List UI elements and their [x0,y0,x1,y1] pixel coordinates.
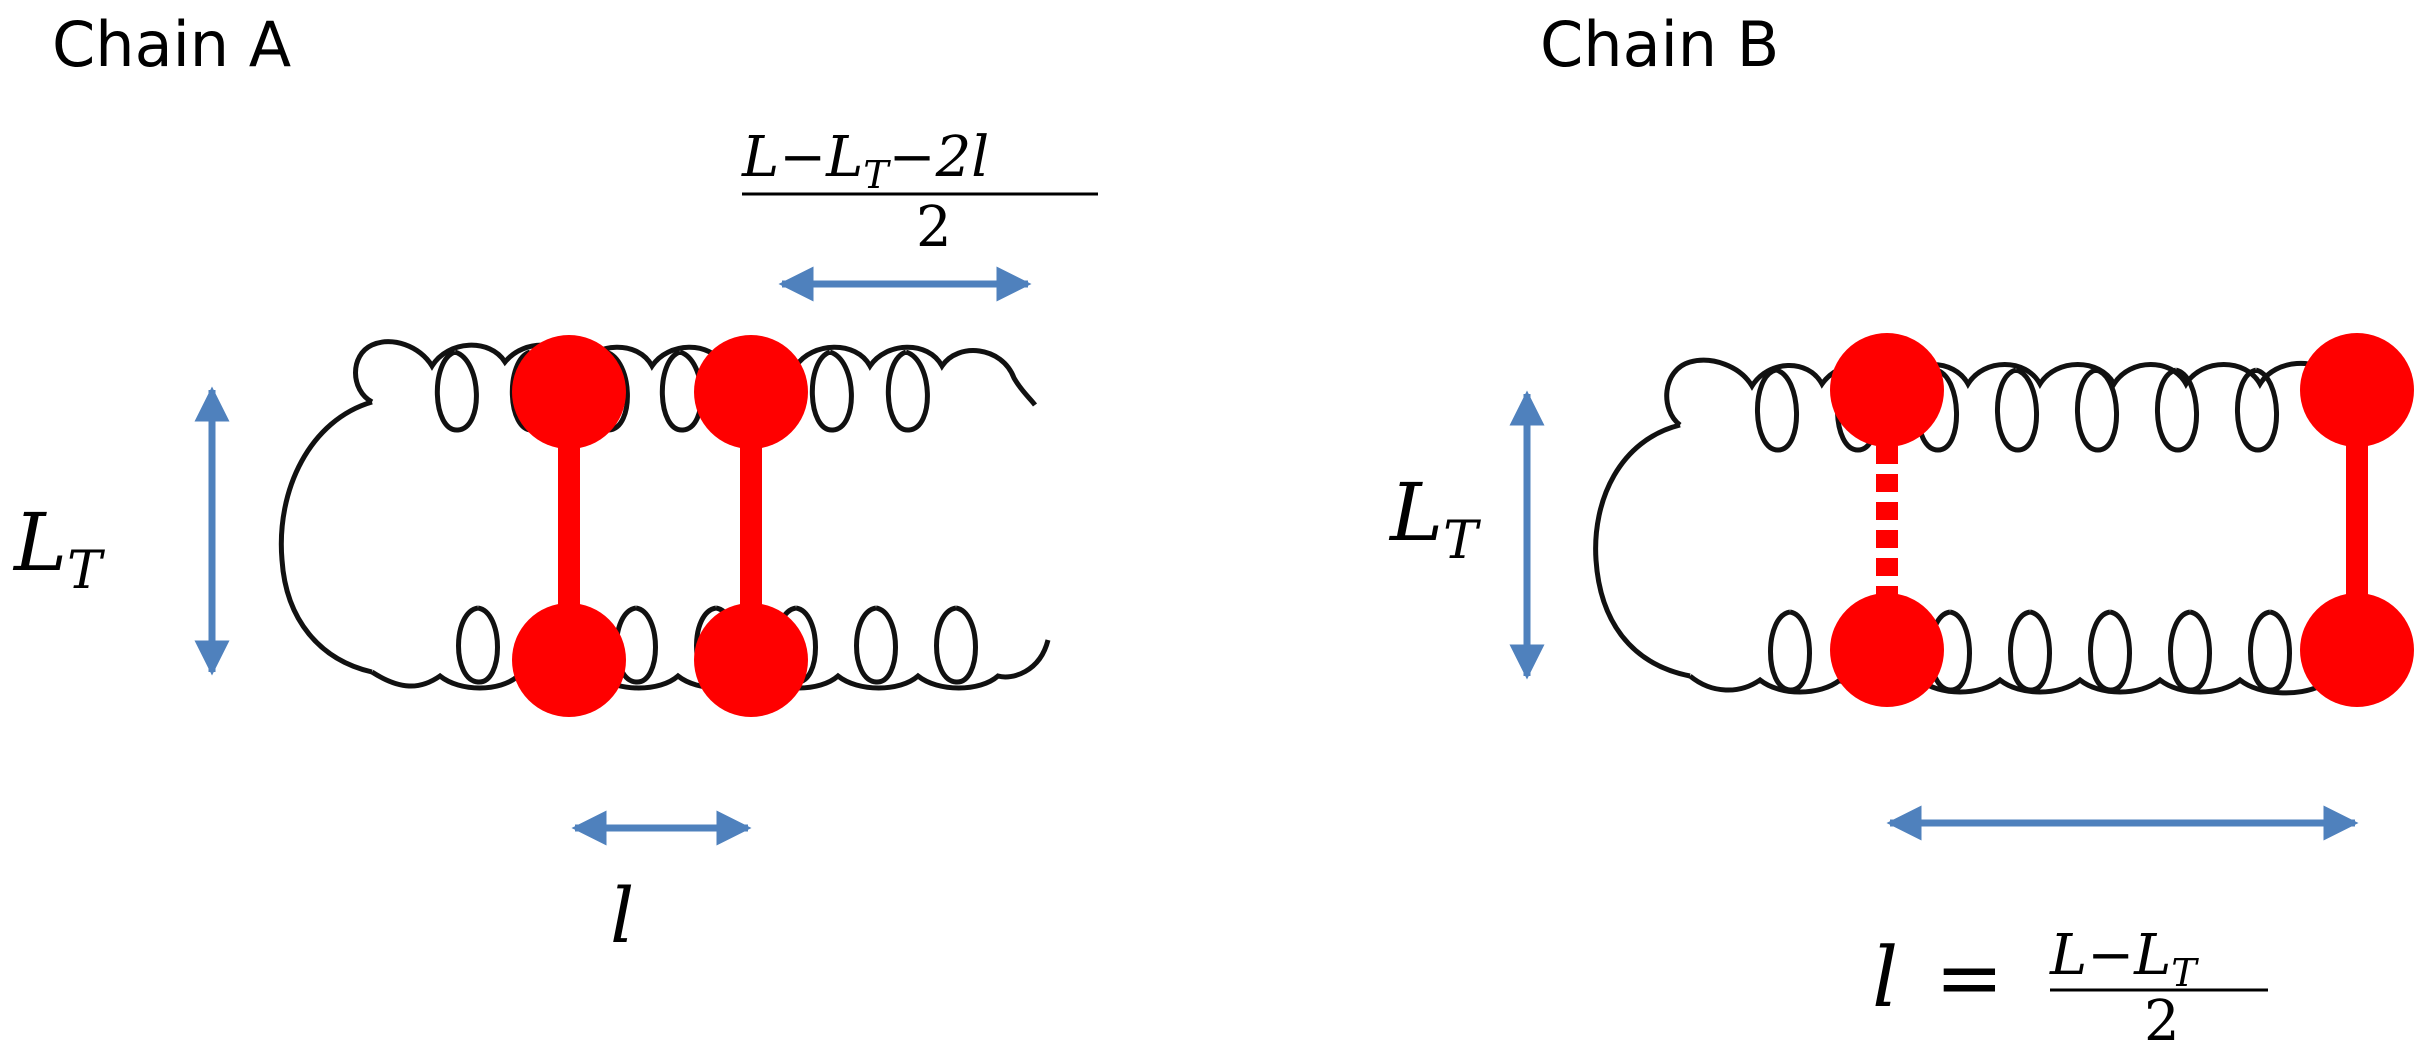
chain-a-title: Chain A [52,8,291,81]
spacing-denominator: 2 [2144,989,2180,1048]
chain-a-crosslink-1 [512,335,626,717]
chain-b-crosslink-1 [1830,333,1944,707]
chain-b-polymer [1593,357,2350,696]
chain-a-polymer [278,339,1051,691]
bead [512,603,626,717]
chain-b-title: Chain B [1540,8,1779,81]
bead [694,603,808,717]
bead [1830,333,1944,447]
chain-a-height-label: LT [12,496,105,601]
bead [512,335,626,449]
bead [694,335,808,449]
spacing-numerator: L−LT [2049,923,2199,995]
chain-a-hairpin [278,399,373,675]
bead [2300,333,2414,447]
bead [1830,593,1944,707]
gap-numerator: L−LT−2l [741,125,989,197]
chain-a-crosslink-2 [694,335,808,717]
panel-chain-b: Chain B LT l = L−LT [1388,8,2414,1048]
bead [2300,593,2414,707]
panel-chain-a: Chain A LT l L−LT−2l [12,8,1098,960]
chain-b-top-coil [1664,357,2350,427]
chain-b-top-loops [1755,367,2279,453]
gap-denominator: 2 [916,195,952,260]
chain-b-hairpin [1593,422,1691,679]
chain-b-crosslink-2 [2300,333,2414,707]
chain-a-gap-label: L−LT−2l 2 [741,125,1098,260]
chain-b-height-label: LT [1388,466,1481,571]
chain-b-spacing-label: l = L−LT 2 [1872,923,2268,1048]
chain-a-top-loops [434,349,930,433]
chain-a-top-coil [353,339,1038,407]
spacing-lhs: l [1872,931,1898,1026]
chain-a-spacing-label: l [610,871,634,960]
equals-sign: = [1935,931,2004,1026]
